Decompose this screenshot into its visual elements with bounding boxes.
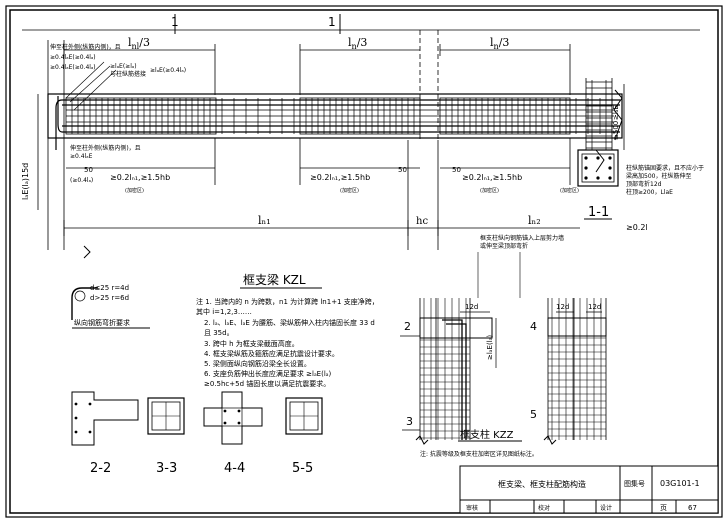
title-block-title: 框支梁、框支柱配筋构造 (498, 479, 586, 489)
ln3-b: l (348, 36, 352, 49)
section-label-5-5: 5-5 (292, 461, 313, 476)
section11-note-4: 柱顶≥200，LlaE (626, 188, 673, 196)
section11-dim-side: ≥lₐE (612, 105, 620, 120)
anchor-note-low-3: (≥0.4lₐ) (70, 177, 93, 184)
title-block-design: 设计 (600, 504, 612, 512)
anchor-note-top-3: ≥0.4lₐE(≥0.4lₐ) (50, 64, 96, 71)
kzz-label-2: 2 (404, 320, 411, 333)
anchor-note-low: 伸至柱外侧(纵筋内侧)，且 (70, 144, 141, 152)
svg-text:注 1. 当跨内的 n 为跨数，n1 为计算跨 ln1+1: 注 1. 当跨内的 n 为跨数，n1 为计算跨 ln1+1 支座净跨， (196, 297, 379, 306)
dim-02-a: ≥0.2lₙ₁,≥1.5hb (110, 173, 170, 182)
dim-02-b: ≥0.2lₙ₁,≥1.5hb (310, 173, 370, 182)
section11-note-2: 梁高加500，柱纵筋伸至 (626, 172, 691, 180)
hook-label: 纵向钢筋弯折要求 (74, 318, 130, 327)
title-block-atlas-no: 03G101-1 (660, 479, 700, 488)
axis-label-1b: 1 (328, 15, 336, 29)
hook-d2: d>25 r=6d (90, 294, 129, 302)
kzz-title: 框支柱 KZZ (460, 428, 514, 441)
vertical-dim-left: lₐE(lₐ)15d (21, 163, 30, 200)
sub-a: (加密区) (125, 187, 144, 194)
svg-text:其中 i=1,2,3……: 其中 i=1,2,3…… (196, 307, 252, 316)
kzz-right-12d-a: 12d (556, 303, 569, 311)
svg-text:6. 支座负筋伸出长度应满足要求 ≥lₐE(lₐ): 6. 支座负筋伸出长度应满足要求 ≥lₐE(lₐ) (204, 369, 332, 378)
section11-note-3: 顶部弯折12d (626, 180, 662, 188)
section-3-3 (147, 397, 185, 435)
svg-text:≥500: ≥500 (612, 121, 620, 140)
kzz-note-top-2: 或伸至梁顶部弯折 (480, 242, 528, 250)
dim-50-a: 50 (84, 166, 93, 174)
kzz-label-3: 3 (406, 415, 413, 428)
ln3-c: l (490, 36, 494, 49)
span-hc: hc (416, 216, 428, 227)
ln3-a: l (128, 36, 132, 49)
svg-text:5. 梁侧面纵向钢筋沿梁全长设置。: 5. 梁侧面纵向钢筋沿梁全长设置。 (204, 359, 311, 368)
hook-d1: d≤25 r=4d (90, 284, 129, 292)
section-2-2 (71, 391, 139, 446)
section-label-4-4: 4-4 (224, 461, 245, 476)
section-label-3-3: 3-3 (156, 461, 177, 476)
inner-frame (9, 9, 719, 514)
section11-dim-bottom: ≥0.2l (626, 223, 648, 232)
span-ln1: lₙ₁ (258, 214, 271, 227)
section-4-4 (203, 391, 263, 445)
hook-detail: d≤25 r=4d d>25 r=6d 纵向钢筋弯折要求 (71, 284, 150, 329)
svg-text:4. 框支梁纵筋及箍筋应满足抗震设计要求。: 4. 框支梁纵筋及箍筋应满足抗震设计要求。 (204, 349, 339, 358)
span-ln2: lₙ₂ (528, 214, 541, 227)
kzl-notes: 框支梁 KZL 注 1. 当跨内的 n 为跨数，n1 为计算跨 ln1+1 支座… (196, 272, 379, 388)
outer-frame (5, 5, 723, 518)
title-block: 框支梁、框支柱配筋构造 图集号 03G101-1 审核 校对 设计 页 67 (459, 465, 719, 514)
kzz-note-bottom: 注: 抗震等级及框支柱加密区详见图纸标注。 (420, 450, 538, 458)
svg-text:2. lₐ、lₐE、lₐE 为腰筋、梁纵筋伸入柱内锚固长度: 2. lₐ、lₐE、lₐE 为腰筋、梁纵筋伸入柱内锚固长度 33 d (204, 318, 375, 327)
kzz-detail: 框支柱纵向钢筋锚入上层剪力墙 或伸至梁顶部弯折 12d ≥lₐE(lₐ) 12d… (400, 234, 607, 458)
section-1-1: ≥lₐE ≥500 柱纵筋锚固要求，且不应小于 梁高加500，柱纵筋伸至 顶部弯… (577, 78, 704, 232)
kzz-left-12d: 12d (465, 303, 478, 311)
kzl-title: 框支梁 KZL (243, 272, 306, 287)
sub-b: (加密区) (340, 187, 359, 194)
svg-text:ln/3: ln/3 (348, 36, 367, 51)
kzz-label-4: 4 (530, 320, 537, 333)
sub-d: (加密区) (560, 187, 579, 194)
sub-c: (加密区) (480, 187, 499, 194)
section11-note-1: 柱纵筋锚固要求，且不应小于 (626, 164, 704, 172)
dim-50-b: 50 (398, 166, 407, 174)
title-block-page: 页 (660, 504, 667, 512)
title-block-atlas-label: 图集号 (624, 479, 645, 488)
anchor-note-mid-2: 与柱纵筋搭接 (110, 70, 146, 78)
dim-02-c: ≥0.2lₙ₁,≥1.5hb (462, 173, 522, 182)
title-block-check: 校对 (538, 504, 550, 512)
title-block-page-no: 67 (688, 504, 697, 512)
section-5-5 (285, 397, 323, 435)
section11-label: 1-1 (588, 205, 609, 220)
anchor-note-low-2: ≥0.4lₐE (70, 153, 93, 160)
kzz-right-12d-b: 12d (588, 303, 601, 311)
section-label-2-2: 2-2 (90, 461, 111, 476)
kzz-label-5: 5 (530, 408, 537, 421)
title-block-review: 审核 (466, 504, 478, 512)
axis-label-1a: 1 (171, 15, 179, 29)
kzz-note-top: 框支柱纵向钢筋锚入上层剪力墙 (480, 234, 564, 242)
svg-text:≥0.5hc+5d 锚固长度以满足抗震要求。: ≥0.5hc+5d 锚固长度以满足抗震要求。 (204, 379, 330, 388)
svg-text:且 35d。: 且 35d。 (204, 329, 234, 337)
anchor-note-lae: ≥lₐE(≥0.4lₐ) (150, 67, 186, 74)
dim-50-c: 50 (452, 166, 461, 174)
svg-text:lnl/3: lnl/3 (128, 36, 150, 51)
beam-elevation: 1 1 (21, 14, 700, 259)
kzz-left-lae: ≥lₐE(lₐ) (486, 335, 494, 360)
anchor-note-top-2: ≥0.4lₐE(≥0.4lₐ) (50, 54, 96, 61)
anchor-note-mid: ≥lₐE(≥lₐ) (110, 63, 137, 70)
svg-text:3. 跨中 h 为框支梁截面高度。: 3. 跨中 h 为框支梁截面高度。 (204, 339, 299, 348)
svg-text:ln/3: ln/3 (490, 36, 509, 51)
anchor-note-top: 伸至柱外侧(纵筋内侧)，且 (50, 43, 121, 51)
